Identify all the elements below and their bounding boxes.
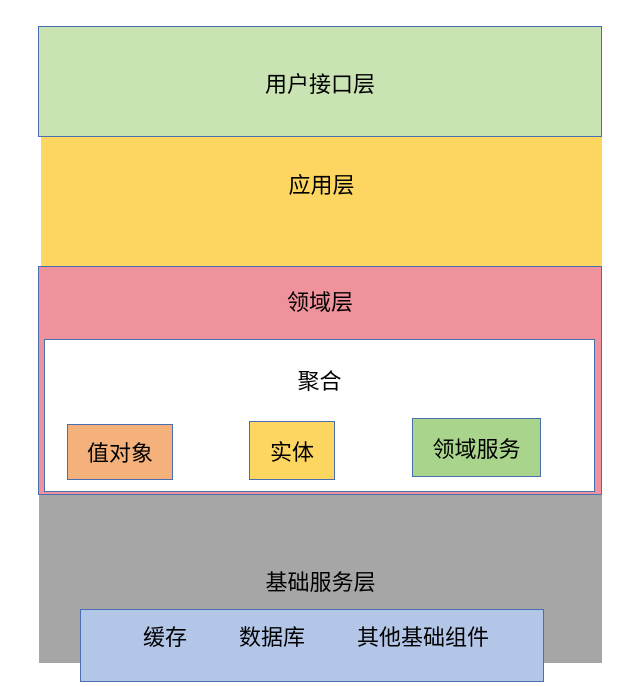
value-object-box: 值对象 <box>67 424 173 480</box>
entity-box: 实体 <box>249 421 335 480</box>
application-layer: 应用层 <box>41 137 602 267</box>
cache-label: 缓存 <box>143 626 188 651</box>
domain-service-box: 领域服务 <box>412 418 541 477</box>
domain-layer-label: 领域层 <box>286 291 353 316</box>
infrastructure-components-box: 缓存 数据库 其他基础组件 <box>80 609 544 682</box>
infrastructure-layer-label: 基础服务层 <box>265 571 376 596</box>
aggregate-label: 聚合 <box>297 370 342 395</box>
application-layer-label: 应用层 <box>288 174 355 199</box>
other-components-label: 其他基础组件 <box>357 626 490 651</box>
database-label: 数据库 <box>239 626 306 651</box>
user-interface-layer: 用户接口层 <box>38 26 602 137</box>
user-interface-layer-label: 用户接口层 <box>264 73 375 98</box>
